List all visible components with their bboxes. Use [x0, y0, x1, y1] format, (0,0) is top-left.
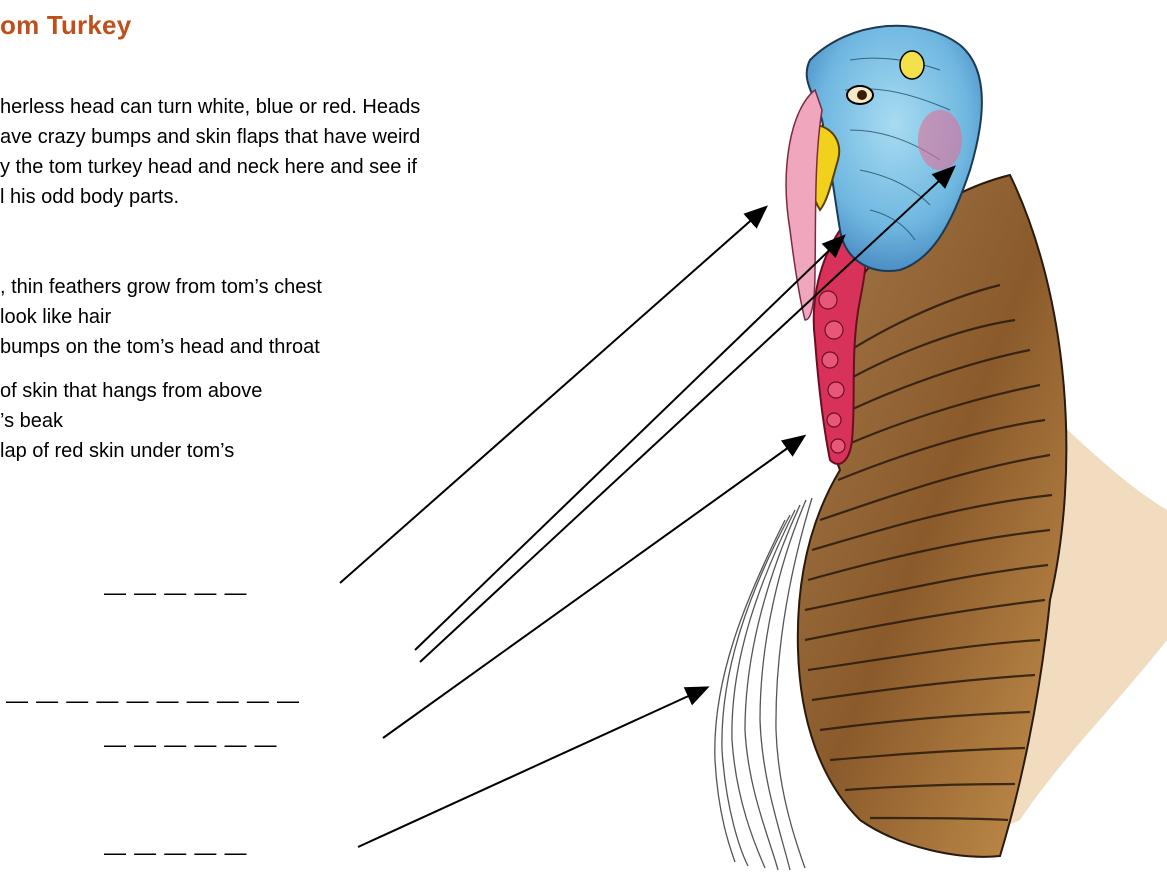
head-blush — [918, 110, 962, 170]
eye-pupil — [857, 90, 867, 100]
ear-patch — [900, 51, 924, 79]
beard-hair — [715, 498, 812, 870]
